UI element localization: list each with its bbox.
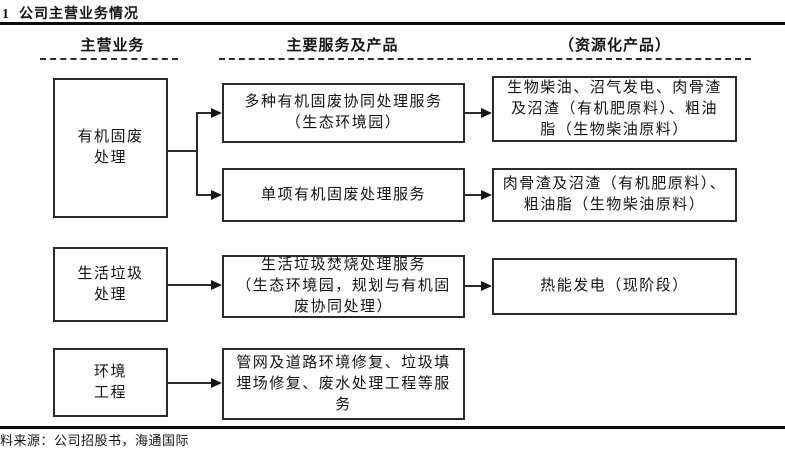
node-label: 管网及道路环境修复、垃圾填 埋场修复、废水处理工程等服 务 [236,354,451,413]
service-node-single-organic-treatment: 单项有机固废处理服务 [222,168,465,222]
service-node-multi-organic-cotreatment: 多种有机固废协同处理服务 （生态环境园） [222,83,465,143]
service-node-environment-restoration: 管网及道路环境修复、垃圾填 埋场修复、废水处理工程等服 务 [222,348,465,420]
column-header-services: 主要服务及产品 [286,38,399,54]
product-node-biodiesel-biogas: 生物柴油、沼气发电、肉骨渣 及沼渣（有机肥原料）、粗油 脂（生物柴油原料） [492,76,737,142]
page-title: 1 公司主营业务情况 [2,7,139,22]
business-node-organic-solid-waste: 有机固废 处理 [53,78,168,218]
title-divider-line [0,22,785,25]
connector-line [168,284,212,286]
connector-line [196,112,198,196]
arrow-right-icon [481,190,492,200]
footer-divider-line [0,426,785,429]
connector-line [465,194,482,196]
business-node-environmental-engineering: 环境 工程 [53,348,168,417]
node-label: 多种有机固废协同处理服务 （生态环境园） [244,94,443,131]
node-label: 生物柴油、沼气发电、肉骨渣 及沼渣（有机肥原料）、粗油 脂（生物柴油原料） [507,79,722,138]
connector-line [196,194,212,196]
arrow-right-icon [481,108,492,118]
source-note: 料来源：公司招股书，海通国际 [0,433,190,448]
arrow-right-icon [211,280,222,290]
connector-line [168,150,197,152]
business-node-domestic-waste: 生活垃圾 处理 [53,247,168,322]
service-node-waste-incineration: 生活垃圾焚烧处理服务 （生态环境园，规划与有机固 废协同处理） [222,255,465,318]
product-node-thermal-power: 热能发电（现阶段） [492,258,737,315]
node-label: 单项有机固废处理服务 [260,186,426,203]
connector-line [168,382,212,384]
connector-line [196,112,212,114]
connector-line [465,112,482,114]
node-label: 生活垃圾 处理 [77,265,144,303]
dashed-divider-services-products [219,58,751,60]
connector-line [465,285,482,287]
node-label: 环境 工程 [93,363,127,401]
arrow-right-icon [211,108,222,118]
node-label: 肉骨渣及沼渣（有机肥原料）、 粗油脂（生物柴油原料） [502,176,727,213]
dashed-divider-business [40,58,178,60]
arrow-right-icon [211,190,222,200]
arrow-right-icon [211,378,222,388]
arrow-right-icon [481,281,492,291]
node-label: 生活垃圾焚烧处理服务 （生态环境园，规划与有机固 废协同处理） [236,257,451,315]
column-header-products: （资源化产品） [558,38,671,54]
column-header-business: 主营业务 [80,38,145,54]
node-label: 热能发电（现阶段） [540,278,689,294]
product-node-bone-residue-crude-grease: 肉骨渣及沼渣（有机肥原料）、 粗油脂（生物柴油原料） [492,168,737,222]
node-label: 有机固废 处理 [77,129,144,166]
